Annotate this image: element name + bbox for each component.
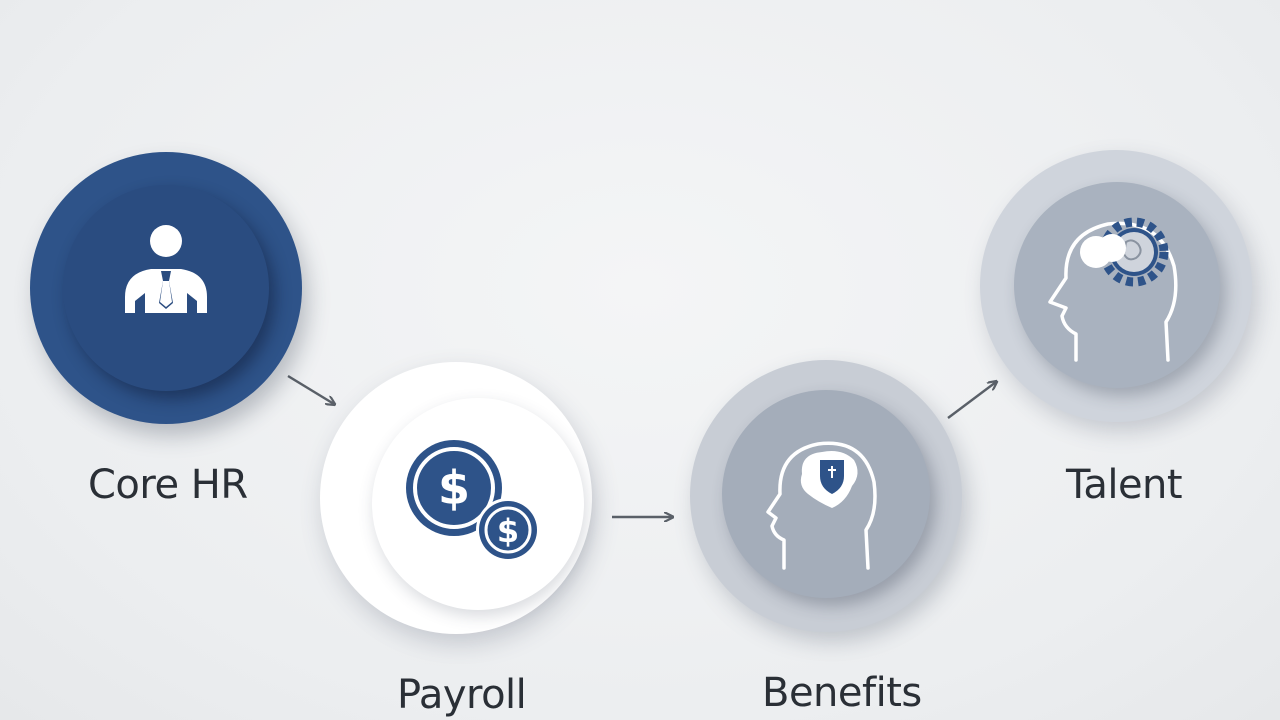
step-talent: [980, 150, 1252, 422]
head-with-shield-icon: [766, 441, 877, 570]
step-benefits: [690, 360, 962, 632]
head-with-gear-icon: [1048, 217, 1178, 362]
person-with-tie-icon: [125, 225, 207, 313]
talent-inner-disc: [1014, 182, 1220, 388]
arrow-benefits-to-talent: [947, 382, 996, 419]
benefits-inner-disc: [722, 390, 930, 598]
core-hr-label: Core HR: [88, 462, 248, 508]
dollar-coins-icon: $ $: [406, 440, 540, 562]
payroll-label: Payroll: [397, 672, 527, 718]
core-hr-inner-disc: [63, 185, 269, 391]
benefits-label: Benefits: [762, 670, 922, 716]
step-payroll: $ $: [320, 362, 592, 634]
svg-text:$: $: [497, 512, 519, 550]
step-core-hr: [30, 152, 302, 424]
talent-label: Talent: [1066, 462, 1183, 508]
svg-text:$: $: [438, 461, 470, 515]
